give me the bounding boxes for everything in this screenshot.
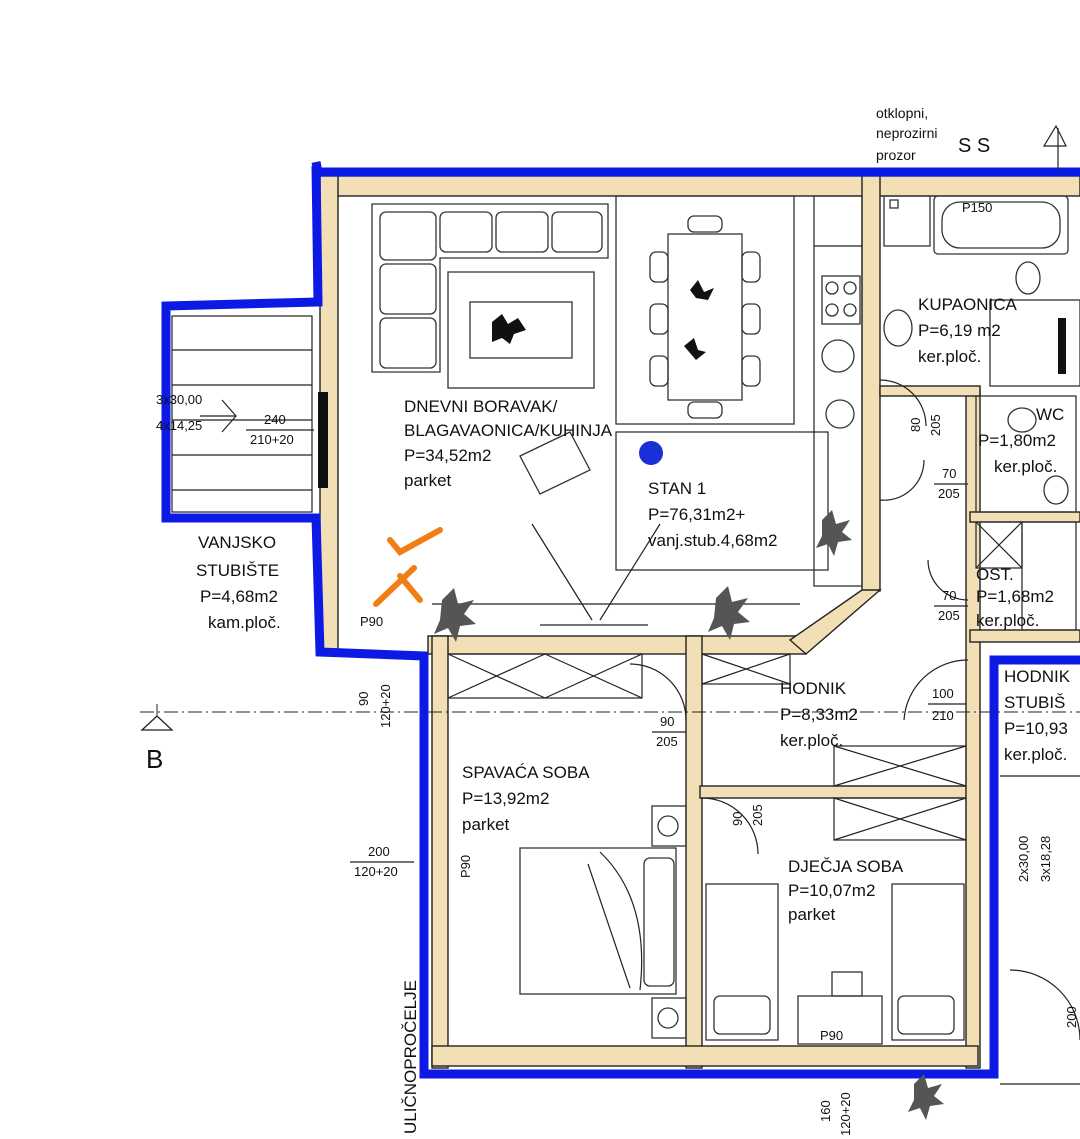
- bedroom-furniture: [447, 653, 687, 1039]
- right-stair: [908, 775, 1080, 1120]
- apartment-outline: [311, 161, 1080, 177]
- svg-text:240: 240: [264, 412, 286, 427]
- svg-text:90: 90: [730, 812, 745, 826]
- hall-stairs-area: P=10,93: [1004, 719, 1068, 738]
- svg-text:70: 70: [942, 588, 956, 603]
- stairs-name2: STUBIŠTE: [196, 561, 279, 580]
- svg-text:205: 205: [938, 486, 960, 501]
- svg-text:3x30,00: 3x30,00: [156, 392, 202, 407]
- kids-floor: parket: [788, 905, 836, 924]
- svg-text:205: 205: [656, 734, 678, 749]
- exterior-stair: [171, 315, 328, 513]
- storage-name: OST.: [976, 565, 1014, 584]
- svg-text:4x14,25: 4x14,25: [156, 418, 202, 433]
- svg-text:P90: P90: [458, 855, 473, 878]
- window-note: otklopni, neprozirni prozor S S: [876, 105, 990, 163]
- svg-text:P90: P90: [820, 1028, 843, 1043]
- svg-text:205: 205: [938, 608, 960, 623]
- room-labels: DNEVNI BORAVAK/ BLAGAVAONICA/KUHINJA P=3…: [196, 295, 1071, 1134]
- living-floor: parket: [404, 471, 452, 490]
- svg-text:90: 90: [660, 714, 674, 729]
- svg-text:2x30,00: 2x30,00: [1016, 836, 1031, 882]
- svg-text:120+20: 120+20: [378, 684, 393, 728]
- svg-text:neprozirni: neprozirni: [876, 125, 937, 141]
- stairs-area: P=4,68m2: [200, 587, 278, 606]
- stairs-name1: VANJSKO: [198, 533, 276, 552]
- bath-name: KUPAONICA: [918, 295, 1018, 314]
- watermark-logo: [373, 527, 443, 607]
- unit-name: STAN 1: [648, 479, 706, 498]
- location-marker: [639, 441, 663, 465]
- unit-area: P=76,31m2+: [648, 505, 745, 524]
- street-facade: ULIČNOPROČELJE: [401, 980, 420, 1134]
- dimension-labels: 3x30,00 4x14,25 240 210+20 P90 90 120+20…: [156, 200, 1079, 1136]
- hall-stairs-name2: STUBIŠ: [1004, 693, 1065, 712]
- svg-text:210+20: 210+20: [250, 432, 294, 447]
- svg-text:210: 210: [932, 708, 954, 723]
- living-area: P=34,52m2: [404, 446, 491, 465]
- hall-stairs-name1: HODNIK: [1004, 667, 1071, 686]
- svg-text:P90: P90: [360, 614, 383, 629]
- svg-text:120+20: 120+20: [838, 1092, 853, 1136]
- svg-text:205: 205: [750, 804, 765, 826]
- kids-area: P=10,07m2: [788, 881, 875, 900]
- hall-area: P=8,33m2: [780, 705, 858, 724]
- svg-text:90: 90: [356, 692, 371, 706]
- unit-extra: vanj.stub.4,68m2: [648, 531, 777, 550]
- svg-text:P150: P150: [962, 200, 992, 215]
- svg-text:200: 200: [368, 844, 390, 859]
- bedroom-floor: parket: [462, 815, 510, 834]
- wc-area: P=1,80m2: [978, 431, 1056, 450]
- svg-text:3x18,28: 3x18,28: [1038, 836, 1053, 882]
- bedroom-name: SPAVAĆA SOBA: [462, 763, 590, 782]
- svg-text:100: 100: [932, 686, 954, 701]
- bath-floor: ker.ploč.: [918, 347, 981, 366]
- svg-text:70: 70: [942, 466, 956, 481]
- bath-area: P=6,19 m2: [918, 321, 1001, 340]
- svg-text:120+20: 120+20: [354, 864, 398, 879]
- svg-text:200: 200: [1064, 1006, 1079, 1028]
- wc-name: WC: [1036, 405, 1064, 424]
- hall-floor: ker.ploč.: [780, 731, 843, 750]
- svg-text:otklopni,: otklopni,: [876, 105, 928, 121]
- hall-stairs-floor: ker.ploč.: [1004, 745, 1067, 764]
- storage-area: P=1,68m2: [976, 587, 1054, 606]
- stairs-floor: kam.ploč.: [208, 613, 281, 632]
- living-furniture: [371, 195, 863, 642]
- living-name1: DNEVNI BORAVAK/: [404, 397, 558, 416]
- storage-floor: ker.ploč.: [976, 611, 1039, 630]
- bath-fixtures: [879, 195, 1080, 721]
- svg-text:205: 205: [928, 414, 943, 436]
- section-mark: B: [146, 744, 163, 774]
- svg-text:prozor: prozor: [876, 147, 916, 163]
- bedroom-area: P=13,92m2: [462, 789, 549, 808]
- living-name2: BLAGAVAONICA/KUHINJA: [404, 421, 613, 440]
- window-mark: S S: [958, 135, 990, 157]
- section-line: B: [140, 124, 1080, 774]
- kids-name: DJEČJA SOBA: [788, 857, 904, 876]
- hall-name: HODNIK: [780, 679, 847, 698]
- wc-floor: ker.ploč.: [994, 457, 1057, 476]
- svg-text:160: 160: [818, 1100, 833, 1122]
- kids-furniture: [701, 653, 967, 1045]
- svg-text:80: 80: [908, 418, 923, 432]
